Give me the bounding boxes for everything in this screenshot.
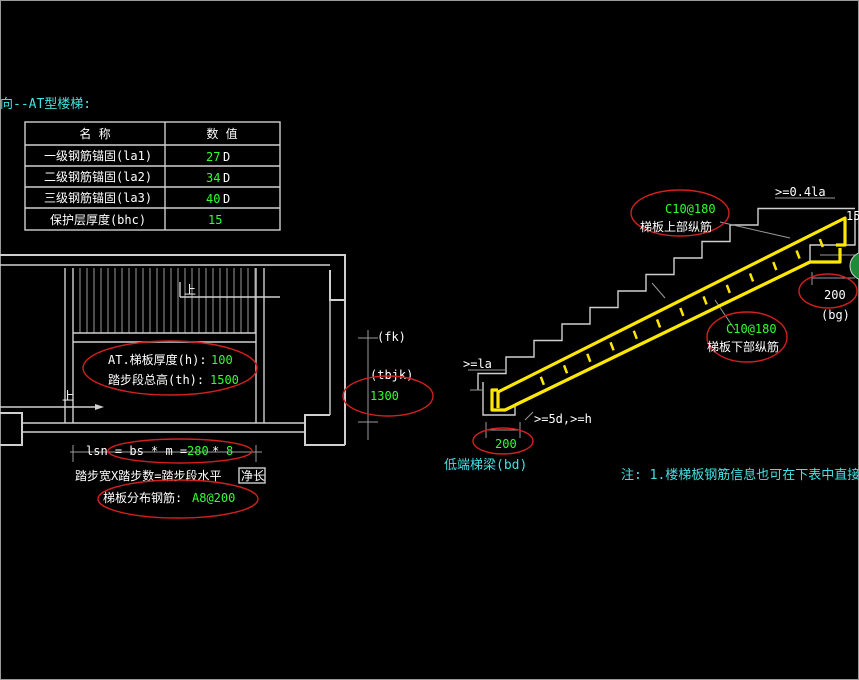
grid-marker-icon[interactable] (849, 252, 859, 280)
table-row-name: 一级钢筋锚固(la1) (44, 148, 152, 163)
lsn-highlight-ellipse (107, 438, 253, 464)
table-header-value: 数 值 (206, 126, 237, 141)
table-cell-unit: D (223, 171, 230, 185)
thickness-value[interactable]: 100 (211, 353, 233, 367)
distribution-bar-mark (795, 250, 801, 259)
fk-label: (fk) (377, 330, 406, 344)
low-beam-label: 低端梯梁(bd) (444, 458, 527, 473)
parameter-table: 名 称 数 值 一级钢筋锚固(la1) 27 D 二级钢筋锚固(la2) 34 … (24, 121, 281, 231)
table-row-name: 二级钢筋锚固(la2) (44, 169, 152, 184)
top-rebar-highlight-ellipse[interactable] (630, 189, 730, 237)
high-beam-label: (bg) (821, 308, 850, 322)
distribution-highlight-ellipse[interactable] (97, 479, 259, 519)
table-cell-bhc[interactable]: 15 (208, 213, 222, 227)
step-count-value[interactable]: 8 (226, 444, 233, 458)
edge-dimension: 15 (846, 209, 859, 223)
bottom-rebar-value[interactable]: C10@180 (726, 322, 777, 336)
top-rebar-label: 梯板上部纵筋 (640, 219, 712, 234)
anchor-top-dimension: >=0.4la (775, 185, 826, 199)
anchor-bottom-dimension: >=la (463, 357, 492, 371)
table-header-name: 名 称 (79, 126, 110, 141)
lsn-tail-box (238, 467, 266, 484)
distribution-bar-mark (725, 284, 731, 294)
hook-dimension: >=5d,>=h (534, 412, 592, 426)
table-cell-la1[interactable]: 27 (206, 150, 220, 164)
table-cell-la3[interactable]: 40 (206, 192, 220, 206)
total-height-label: 踏步段总高(th): (108, 372, 204, 387)
table-row-name: 三级钢筋锚固(la3) (44, 190, 152, 205)
high-beam-highlight-ellipse[interactable] (798, 273, 858, 309)
plan-up-arrow-label: 上 (184, 283, 196, 297)
table-cell-la2[interactable]: 34 (206, 171, 220, 185)
table-cell-unit: D (223, 192, 230, 206)
table-cell-unit: D (223, 150, 230, 164)
distribution-bar-mark (539, 376, 545, 386)
distribution-value[interactable]: A8@200 (192, 491, 235, 505)
high-beam-width-value[interactable]: 200 (824, 288, 846, 302)
lsn-description-tail: 净长 (241, 469, 265, 483)
bottom-rebar-label: 梯板下部纵筋 (707, 339, 779, 354)
distribution-bar-mark (586, 353, 592, 363)
low-beam-width-value[interactable]: 200 (495, 437, 517, 451)
lsn-description: 踏步宽X踏步数=踏步段水平 (75, 468, 221, 483)
distribution-bar-mark (702, 295, 708, 305)
lsn-formula: lsn = bs * m = (86, 444, 187, 458)
distribution-bar-mark (818, 238, 824, 248)
tbjk-value[interactable]: 1300 (370, 389, 399, 403)
section-title: 向--AT型楼梯: (0, 96, 91, 112)
distribution-bar-mark (562, 364, 569, 374)
stair-plan-view (0, 254, 378, 462)
distribution-bar-mark (679, 307, 685, 317)
total-height-value[interactable]: 1500 (210, 373, 239, 387)
distribution-label: 梯板分布钢筋: (103, 490, 182, 505)
distribution-bar-mark (655, 318, 662, 328)
tbjk-label: (tbjk) (370, 368, 413, 382)
note-text: 注: 1.楼梯板钢筋信息也可在下表中直接 (621, 467, 859, 483)
distribution-bar-mark (772, 261, 778, 271)
distribution-bar-mark (748, 273, 755, 282)
table-row-name: 保护层厚度(bhc) (50, 212, 146, 227)
multiply-symbol: * (212, 444, 219, 458)
low-beam-highlight-ellipse[interactable] (472, 427, 534, 455)
thickness-label: AT.梯板厚度(h): (108, 352, 207, 367)
bottom-rebar-highlight-ellipse[interactable] (706, 311, 788, 363)
step-width-value[interactable]: 280 (187, 444, 209, 458)
distribution-bar-mark (609, 341, 615, 351)
plan-up-arrow-label: 上 (62, 389, 74, 403)
top-rebar-value[interactable]: C10@180 (665, 202, 716, 216)
tbjk-highlight-ellipse[interactable] (342, 375, 434, 417)
thickness-highlight-ellipse[interactable] (82, 340, 258, 396)
distribution-bar-mark (632, 330, 638, 340)
